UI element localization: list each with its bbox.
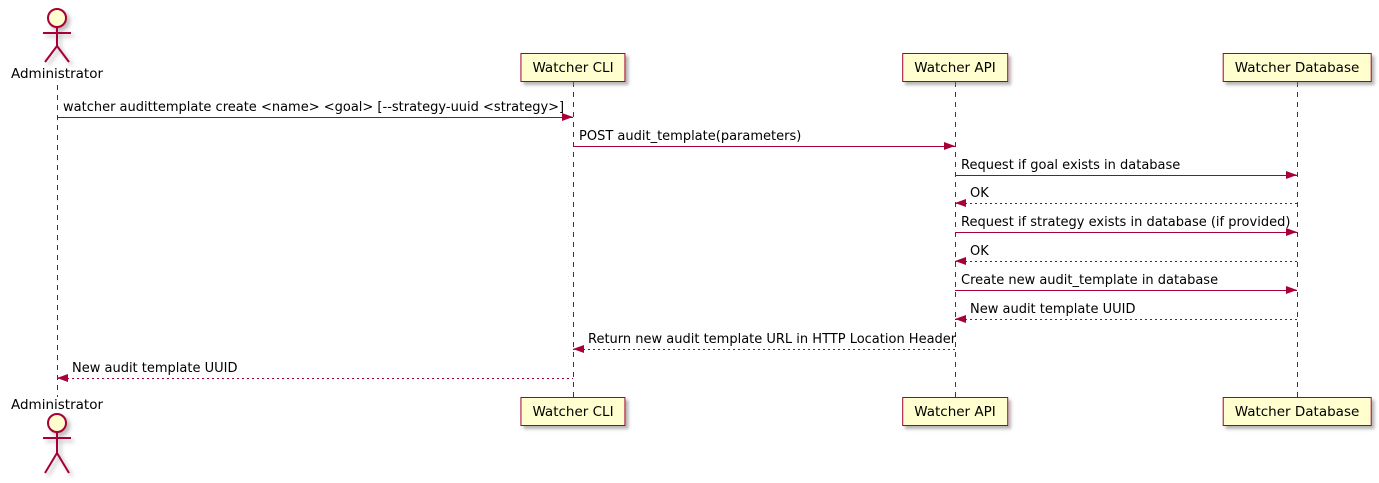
arrowhead-icon [1286, 228, 1297, 236]
arrowhead-icon [573, 345, 584, 353]
participant-label: Watcher API [914, 403, 996, 420]
message-label: POST audit_template(parameters) [579, 129, 802, 144]
participant-label: Watcher Database [1234, 403, 1360, 420]
arrowhead-icon [562, 113, 573, 121]
message-line-dashed [955, 203, 1297, 205]
lifeline-watcher-cli [573, 82, 574, 397]
actor-label-administrator-bottom: Administrator [10, 397, 104, 413]
message-line-dashed [955, 261, 1297, 263]
message-label: New audit template UUID [72, 361, 238, 376]
arrowhead-icon [955, 199, 966, 207]
message-label: OK [970, 244, 989, 259]
participant-watcher-database-bottom: Watcher Database [1222, 397, 1372, 426]
arrowhead-icon [955, 315, 966, 323]
arrowhead-icon [944, 142, 955, 150]
message-line-solid [955, 175, 1297, 177]
administrator-actor-icon [43, 413, 71, 474]
participant-label: Watcher Database [1234, 59, 1360, 76]
message-label: New audit template UUID [970, 302, 1136, 317]
message-label: OK [970, 186, 989, 201]
participant-watcher-database-top: Watcher Database [1222, 53, 1372, 82]
actor-label-administrator-top: Administrator [10, 66, 104, 82]
lifeline-administrator [57, 85, 58, 397]
participant-label: Watcher CLI [532, 403, 614, 420]
message-label: Create new audit_template in database [961, 273, 1219, 288]
message-line-dashed [955, 319, 1297, 321]
message-label: watcher audittemplate create <name> <goa… [63, 100, 565, 115]
message-line-solid [955, 232, 1297, 234]
participant-label: Watcher CLI [532, 59, 614, 76]
message-line-solid [57, 117, 573, 119]
message-line-solid [573, 146, 955, 148]
message-line-solid [955, 290, 1297, 292]
lifeline-watcher-api [955, 82, 956, 397]
participant-watcher-api-bottom: Watcher API [902, 397, 1008, 426]
arrowhead-icon [955, 257, 966, 265]
arrowhead-icon [57, 374, 68, 382]
message-label: Request if strategy exists in database (… [961, 215, 1291, 230]
participant-watcher-api-top: Watcher API [902, 53, 1008, 82]
arrowhead-icon [1286, 171, 1297, 179]
message-label: Return new audit template URL in HTTP Lo… [588, 332, 957, 347]
message-line-dashed [573, 349, 955, 351]
arrowhead-icon [1286, 286, 1297, 294]
message-label: Request if goal exists in database [961, 158, 1181, 173]
participant-watcher-cli-bottom: Watcher CLI [520, 397, 626, 426]
administrator-actor-icon [43, 8, 71, 63]
participant-watcher-cli-top: Watcher CLI [520, 53, 626, 82]
lifeline-watcher-database [1297, 82, 1298, 397]
participant-label: Watcher API [914, 59, 996, 76]
message-line-dashed [57, 378, 573, 380]
